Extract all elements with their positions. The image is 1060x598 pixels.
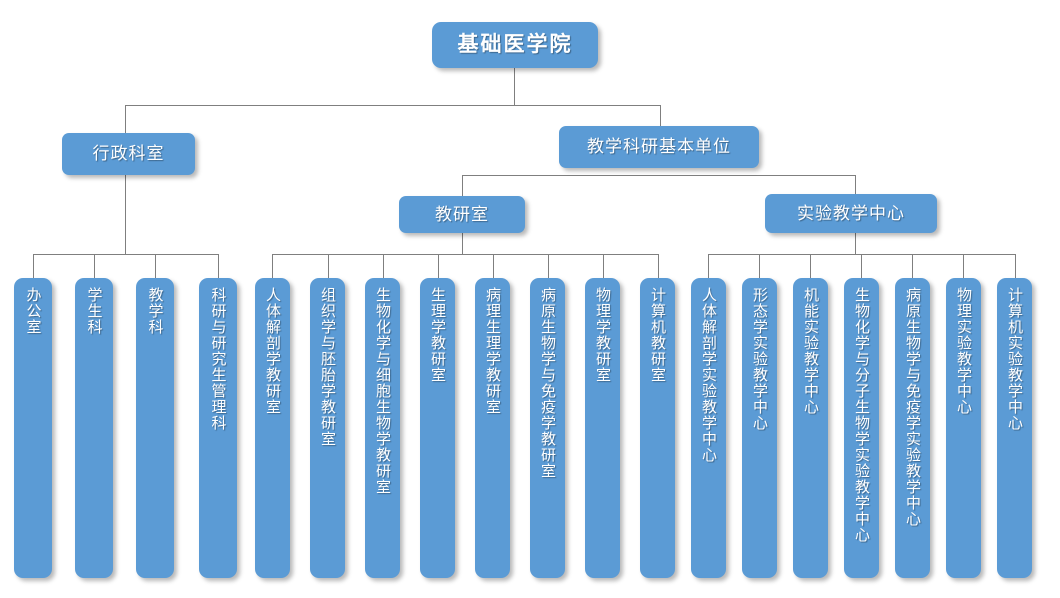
node-label: 办公室 bbox=[24, 287, 42, 335]
node-pathogen-immunology-lab-center[interactable]: 病原生物学与免疫学实验教学中心 bbox=[895, 278, 930, 578]
connector-level3-bus bbox=[462, 175, 856, 176]
node-biochem-molbio-lab-center[interactable]: 生物化学与分子生物学实验教学中心 bbox=[844, 278, 879, 578]
connector-leaf-drop bbox=[493, 254, 494, 278]
node-label: 病原生物学与免疫学实验教学中心 bbox=[904, 287, 921, 527]
node-label: 教学科 bbox=[146, 287, 164, 335]
node-label: 机能实验教学中心 bbox=[802, 287, 819, 415]
node-teaching-research-units[interactable]: 教学科研基本单位 bbox=[559, 126, 759, 168]
node-pathogen-immunology-section[interactable]: 病原生物学与免疫学教研室 bbox=[530, 278, 565, 578]
node-admin-offices[interactable]: 行政科室 bbox=[62, 133, 195, 175]
node-experiment-centers[interactable]: 实验教学中心 bbox=[765, 194, 937, 233]
connector-leaf-drop bbox=[1015, 254, 1016, 278]
node-label: 物理学教研室 bbox=[594, 287, 611, 383]
connector-leaf-drop bbox=[328, 254, 329, 278]
connector-leaf-drop bbox=[861, 254, 862, 278]
node-label: 生物化学与细胞生物学教研室 bbox=[374, 287, 391, 495]
connector-leaf-drop bbox=[963, 254, 964, 278]
node-root-label: 基础医学院 bbox=[457, 33, 573, 57]
node-label: 病原生物学与免疫学教研室 bbox=[539, 287, 556, 479]
connector-leaf-drop bbox=[94, 254, 95, 278]
connector-leaf-drop bbox=[810, 254, 811, 278]
connector-level2-bus bbox=[125, 105, 661, 106]
node-pathophysiology-section[interactable]: 病理生理学教研室 bbox=[475, 278, 510, 578]
node-academic-affairs[interactable]: 教学科 bbox=[136, 278, 174, 578]
connector-leaf-drop bbox=[383, 254, 384, 278]
connector-leaf-drop bbox=[912, 254, 913, 278]
node-label: 人体解剖学实验教学中心 bbox=[700, 287, 717, 463]
node-anatomy-section[interactable]: 人体解剖学教研室 bbox=[255, 278, 290, 578]
node-label: 生理学教研室 bbox=[429, 287, 446, 383]
node-teaching-sections[interactable]: 教研室 bbox=[399, 196, 525, 233]
node-label: 计算机实验教学中心 bbox=[1006, 287, 1023, 431]
connector-leaf-drop bbox=[708, 254, 709, 278]
connector-leaf-drop bbox=[759, 254, 760, 278]
connector-shiyan-stem bbox=[855, 233, 856, 254]
node-teaching-research-units-label: 教学科研基本单位 bbox=[587, 137, 731, 157]
connector-admin-stem bbox=[125, 175, 126, 254]
connector-drop-jiaoyanshi bbox=[462, 175, 463, 196]
node-morphology-lab-center[interactable]: 形态学实验教学中心 bbox=[742, 278, 777, 578]
connector-drop-admin bbox=[125, 105, 126, 133]
connector-leaf-drop bbox=[272, 254, 273, 278]
connector-leaf-drop bbox=[218, 254, 219, 278]
connector-leaf-drop bbox=[438, 254, 439, 278]
node-computer-section[interactable]: 计算机教研室 bbox=[640, 278, 675, 578]
node-label: 形态学实验教学中心 bbox=[751, 287, 768, 431]
node-label: 生物化学与分子生物学实验教学中心 bbox=[853, 287, 870, 543]
connector-jiaoyanshi-leaf-bus bbox=[272, 254, 659, 255]
node-admin-office[interactable]: 办公室 bbox=[14, 278, 52, 578]
node-label: 科研与研究生管理科 bbox=[209, 287, 227, 431]
node-experiment-centers-label: 实验教学中心 bbox=[797, 203, 905, 223]
node-biochemistry-cellbiology-section[interactable]: 生物化学与细胞生物学教研室 bbox=[365, 278, 400, 578]
node-admin-offices-label: 行政科室 bbox=[92, 144, 165, 164]
connector-leaf-drop bbox=[548, 254, 549, 278]
connector-drop-teaching-research bbox=[660, 105, 661, 133]
node-physiology-section[interactable]: 生理学教研室 bbox=[420, 278, 455, 578]
node-physics-lab-center[interactable]: 物理实验教学中心 bbox=[946, 278, 981, 578]
connector-shiyan-leaf-bus bbox=[708, 254, 1016, 255]
node-anatomy-lab-center[interactable]: 人体解剖学实验教学中心 bbox=[691, 278, 726, 578]
node-label: 物理实验教学中心 bbox=[955, 287, 972, 415]
connector-drop-shiyan bbox=[855, 175, 856, 196]
node-teaching-sections-label: 教研室 bbox=[435, 204, 489, 224]
connector-jiaoyanshi-stem bbox=[462, 233, 463, 254]
node-research-graduate-management[interactable]: 科研与研究生管理科 bbox=[199, 278, 237, 578]
node-physics-section[interactable]: 物理学教研室 bbox=[585, 278, 620, 578]
node-function-lab-center[interactable]: 机能实验教学中心 bbox=[793, 278, 828, 578]
node-label: 学生科 bbox=[85, 287, 103, 335]
connector-leaf-drop bbox=[658, 254, 659, 278]
connector-leaf-drop bbox=[155, 254, 156, 278]
node-label: 计算机教研室 bbox=[649, 287, 666, 383]
node-label: 病理生理学教研室 bbox=[484, 287, 501, 415]
connector-root-stem bbox=[514, 68, 515, 105]
connector-leaf-drop bbox=[33, 254, 34, 278]
node-student-affairs[interactable]: 学生科 bbox=[75, 278, 113, 578]
node-label: 人体解剖学教研室 bbox=[264, 287, 281, 415]
node-computer-lab-center[interactable]: 计算机实验教学中心 bbox=[997, 278, 1032, 578]
node-root[interactable]: 基础医学院 bbox=[432, 22, 598, 68]
connector-admin-leaf-bus bbox=[33, 254, 218, 255]
node-histology-embryology-section[interactable]: 组织学与胚胎学教研室 bbox=[310, 278, 345, 578]
connector-leaf-drop bbox=[603, 254, 604, 278]
node-label: 组织学与胚胎学教研室 bbox=[319, 287, 336, 447]
